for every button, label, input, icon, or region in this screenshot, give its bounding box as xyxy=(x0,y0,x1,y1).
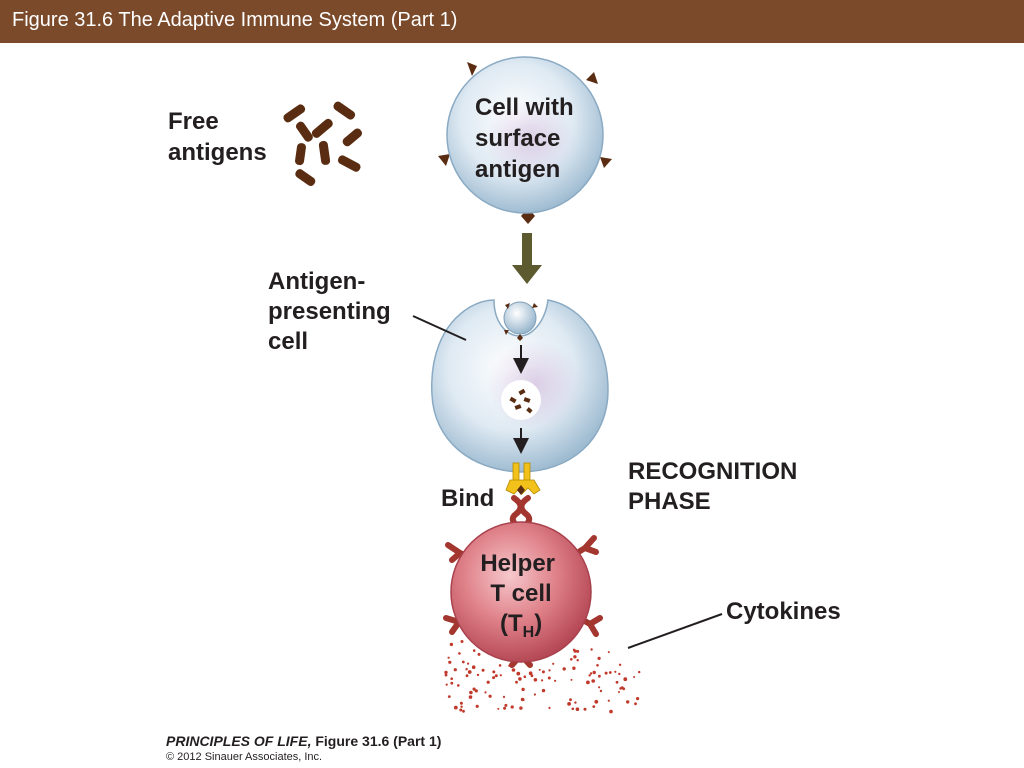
helper-t-cell-label: Helper T cell xyxy=(480,550,561,607)
surface-cell-label: Cell with surface antigen xyxy=(475,94,580,183)
free-antigens-label: Free antigens xyxy=(168,108,267,166)
copyright-notice: © 2012 Sinauer Associates, Inc. xyxy=(166,751,323,763)
helper-t-cell: Helper T cell (TH) xyxy=(443,521,603,668)
cytokines-leader-line xyxy=(627,613,723,649)
title-bar: Figure 31.6 The Adaptive Immune System (… xyxy=(0,0,1024,43)
th-abbreviation: (TH) xyxy=(500,610,542,641)
antigen-presenting-cell xyxy=(412,299,609,473)
recognition-phase-label: RECOGNITION PHASE xyxy=(628,458,804,515)
free-antigens xyxy=(283,101,363,187)
figure-caption: PRINCIPLES OF LIFE, Figure 31.6 (Part 1) xyxy=(166,733,441,749)
cytokines-label: Cytokines xyxy=(726,598,841,625)
page-title: Figure 31.6 The Adaptive Immune System (… xyxy=(12,9,458,31)
bind-label: Bind xyxy=(441,485,494,512)
adaptive-immune-diagram: Free antigens Cell with surface antigen xyxy=(168,56,841,714)
figure-number: Figure 31.6 (Part 1) xyxy=(311,733,442,749)
book-title: PRINCIPLES OF LIFE, xyxy=(166,733,312,749)
engulf-arrow xyxy=(512,233,542,284)
apc-label: Antigen- presenting cell xyxy=(268,268,397,355)
cytokine-particles xyxy=(444,640,641,714)
mhc-receptor xyxy=(505,462,541,495)
surface-antigen-cell: Cell with surface antigen xyxy=(438,56,612,224)
